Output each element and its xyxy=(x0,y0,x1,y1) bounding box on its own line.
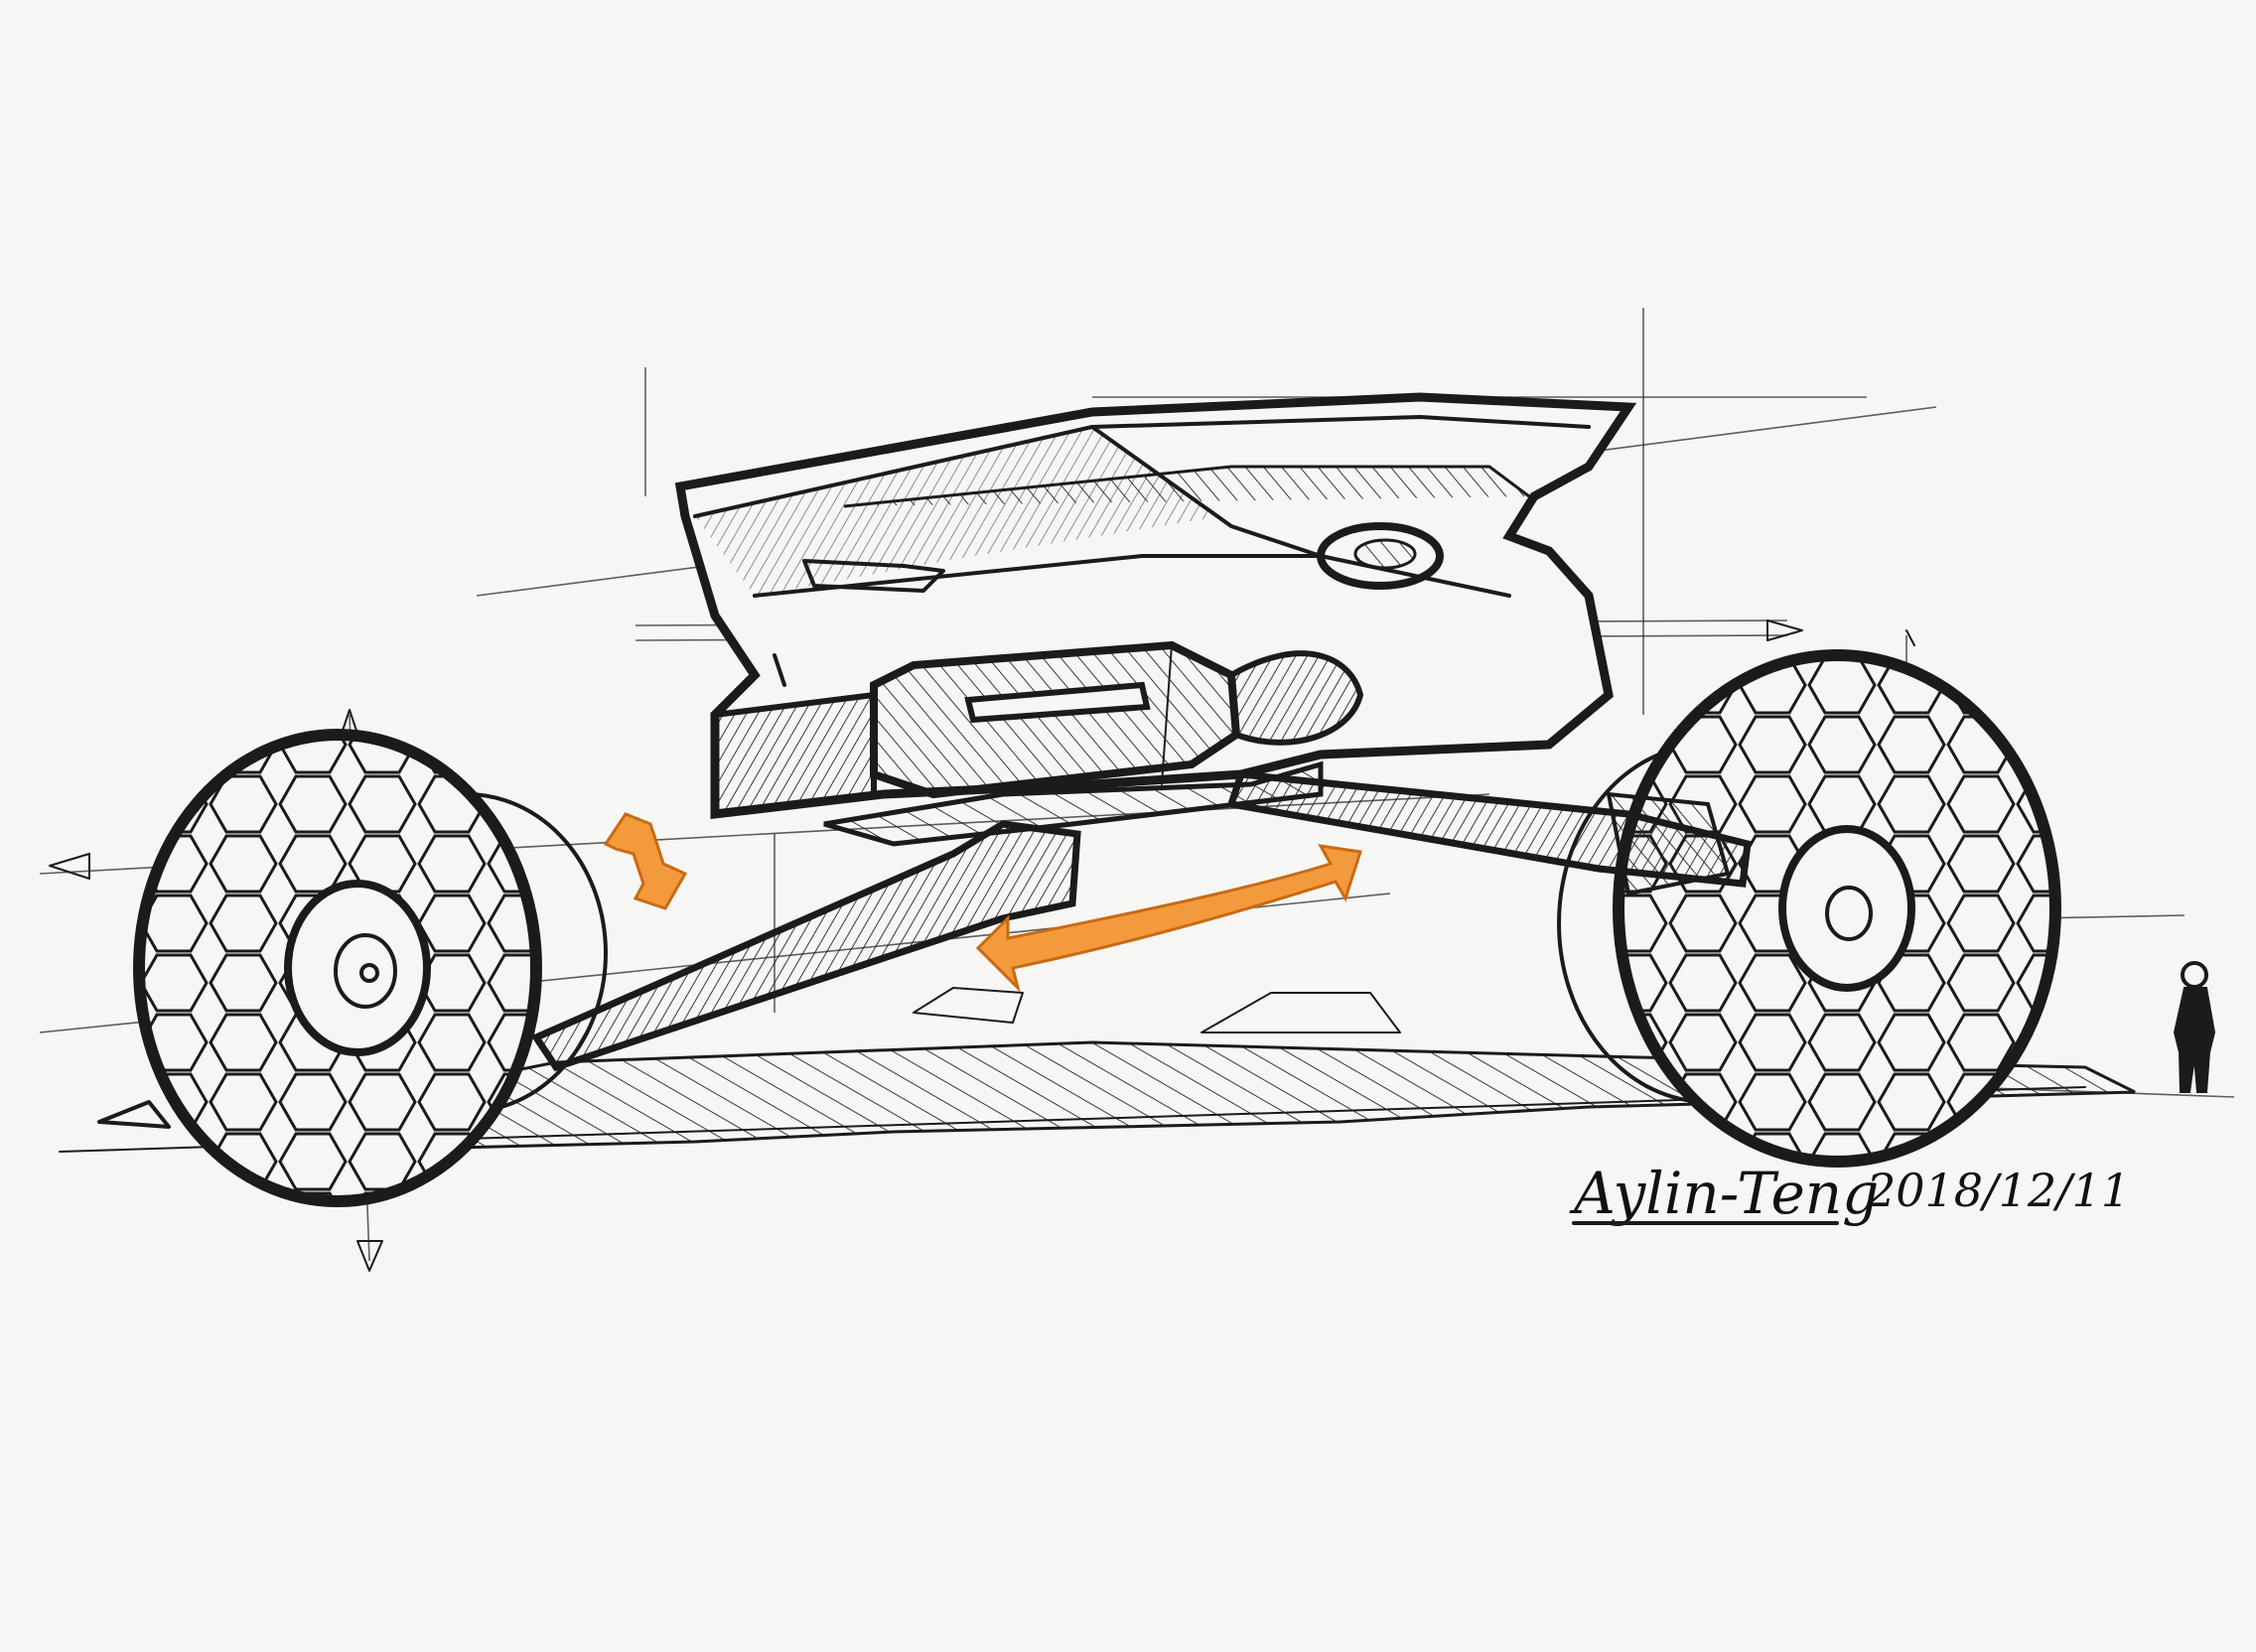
suspension-arms xyxy=(530,770,1752,1072)
motion-arrows xyxy=(603,812,1362,993)
rear-wheel xyxy=(133,729,608,1207)
suspension-travel-arrow xyxy=(603,812,688,910)
pivot-rotation-arrow xyxy=(975,844,1362,993)
rover-body xyxy=(674,392,1637,847)
human-scale-figure xyxy=(2173,961,2216,1093)
signature-date: 2018/12/11 xyxy=(1866,1164,2130,1217)
artist-signature: Aylin-Teng 2018/12/11 xyxy=(1569,1160,2130,1227)
signature-name: Aylin-Teng xyxy=(1569,1160,1879,1227)
front-wheel xyxy=(1557,649,2061,1168)
